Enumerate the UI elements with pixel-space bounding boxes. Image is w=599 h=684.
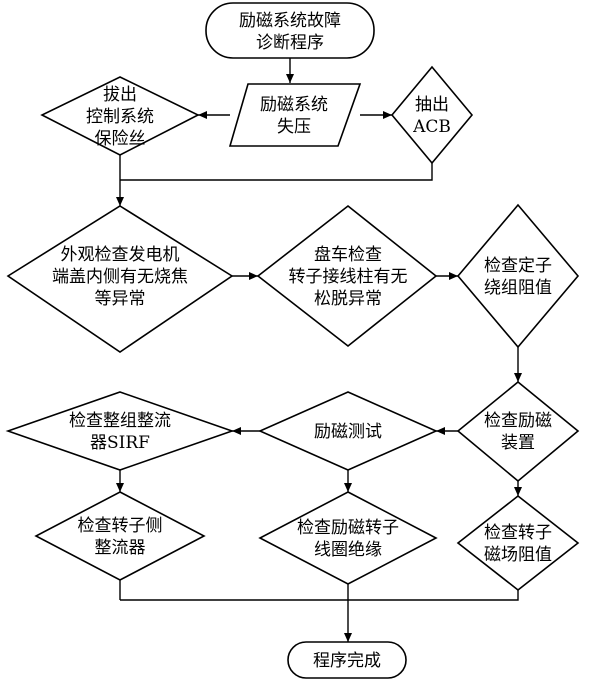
label-line: 失压 bbox=[277, 117, 311, 137]
rotor-field-resistance-label: 检查转子磁场阻值 bbox=[484, 523, 552, 565]
label-line: 绕组阻值 bbox=[484, 278, 552, 298]
check-exciter-node: 检查励磁装置 bbox=[456, 380, 580, 483]
rotor-rectifier-node: 检查转子侧整流器 bbox=[34, 491, 206, 581]
label-line: 检查励磁 bbox=[484, 411, 552, 431]
label-line: 励磁测试 bbox=[314, 422, 382, 442]
end-node-label: 程序完成 bbox=[313, 651, 381, 671]
edge-merge-top bbox=[119, 155, 433, 181]
end-node: 程序完成 bbox=[287, 641, 407, 679]
label-line: 拔出 bbox=[103, 85, 137, 105]
label-line: 检查励磁转子 bbox=[297, 518, 399, 538]
label-line: 外观检查发电机 bbox=[61, 245, 180, 265]
rotor-rectifier-label: 检查转子侧整流器 bbox=[78, 516, 163, 558]
label-line: 等异常 bbox=[95, 289, 146, 309]
stator-resistance-label: 检查定子绕组阻值 bbox=[484, 256, 552, 298]
label-line: 检查转子侧 bbox=[78, 516, 163, 536]
label-line: 保险丝 bbox=[95, 129, 146, 149]
label-line: 线圈绝缘 bbox=[314, 540, 382, 560]
exciter-rotor-insulation-node: 检查励磁转子线圈绝缘 bbox=[258, 491, 438, 585]
label-line: 端盖内侧有无烧焦 bbox=[52, 267, 188, 287]
label-line: 诊断程序 bbox=[256, 33, 324, 53]
label-line: 检查转子 bbox=[484, 523, 552, 543]
label-line: 盘车检查 bbox=[314, 245, 382, 265]
check-end-cover-node: 外观检查发电机端盖内侧有无烧焦等异常 bbox=[6, 205, 234, 353]
label-line: ACB bbox=[412, 117, 451, 137]
label-line: 器SIRF bbox=[90, 433, 150, 453]
label-line: 控制系统 bbox=[86, 107, 154, 127]
label-line: 检查整组整流 bbox=[69, 411, 171, 431]
lose-voltage-label: 励磁系统失压 bbox=[260, 95, 328, 137]
label-line: 磁场阻值 bbox=[484, 545, 552, 565]
label-line: 程序完成 bbox=[313, 651, 381, 671]
check-exciter-label: 检查励磁装置 bbox=[484, 411, 552, 453]
pull-fuse-label: 拔出控制系统保险丝 bbox=[86, 85, 154, 149]
label-line: 整流器 bbox=[95, 538, 146, 558]
connectors bbox=[116, 58, 522, 642]
label-line: 励磁系统 bbox=[260, 95, 328, 115]
label-line: 检查定子 bbox=[484, 256, 552, 276]
label-line: 转子接线柱有无 bbox=[289, 267, 408, 287]
label-line: 励磁系统故障 bbox=[239, 11, 341, 31]
start-node: 励磁系统故障诊断程序 bbox=[205, 2, 375, 59]
pull-fuse-node: 拔出控制系统保险丝 bbox=[40, 76, 200, 156]
excitation-test-label: 励磁测试 bbox=[314, 422, 382, 442]
edge-merge-bottom bbox=[119, 580, 519, 601]
check-end-cover-label: 外观检查发电机端盖内侧有无烧焦等异常 bbox=[52, 245, 188, 309]
excitation-test-node: 励磁测试 bbox=[258, 391, 438, 471]
start-node-label: 励磁系统故障诊断程序 bbox=[239, 11, 341, 53]
check-sirf-node: 检查整组整流器SIRF bbox=[5, 391, 235, 471]
turn-check-node: 盘车检查转子接线柱有无松脱异常 bbox=[256, 204, 438, 348]
label-line: 装置 bbox=[501, 433, 535, 453]
rotor-field-resistance-node: 检查转子磁场阻值 bbox=[456, 494, 580, 592]
check-sirf-label: 检查整组整流器SIRF bbox=[69, 411, 171, 453]
label-line: 松脱异常 bbox=[314, 289, 382, 309]
turn-check-label: 盘车检查转子接线柱有无松脱异常 bbox=[289, 245, 408, 309]
lose-voltage-node: 励磁系统失压 bbox=[228, 83, 362, 147]
label-line: 抽出 bbox=[415, 95, 449, 115]
exciter-rotor-insulation-label: 检查励磁转子线圈绝缘 bbox=[297, 518, 399, 560]
stator-resistance-node: 检查定子绕组阻值 bbox=[456, 203, 580, 349]
